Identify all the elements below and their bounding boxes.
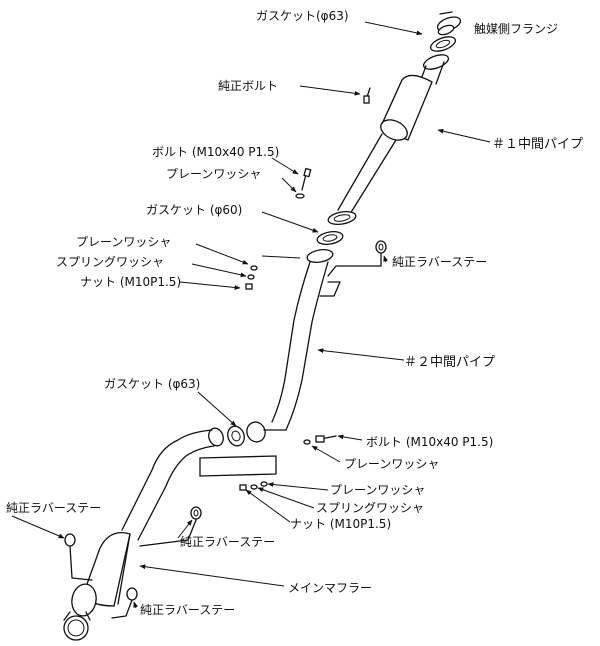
rubber-stay-left xyxy=(64,533,93,581)
mid-pipe-2-tube xyxy=(271,261,329,431)
label-catalyst-flange: 触媒側フランジ xyxy=(474,22,558,36)
label-washer-left: プレーンワッシャ xyxy=(76,235,171,249)
leader-gasket-low xyxy=(197,391,237,427)
label-gasket-low: ガスケット (φ63) xyxy=(104,377,200,391)
leader-spring-washer-lower xyxy=(257,487,315,509)
label-spring-washer-lower: スプリングワッシャ xyxy=(316,501,424,515)
leader-gasket-top xyxy=(364,21,423,36)
leader-washer-upper xyxy=(281,177,297,193)
leader-nut-left xyxy=(179,281,241,290)
label-mid-pipe-2: ＃２中間パイプ xyxy=(404,355,495,370)
main-muffler xyxy=(71,531,131,617)
label-mid-pipe-1: ＃１中間パイプ xyxy=(492,137,583,152)
label-gasket-mid: ガスケット (φ60) xyxy=(146,203,242,217)
leader-washer-left xyxy=(195,243,249,265)
label-rubber-stay-center: 純正ラバーステー xyxy=(180,535,275,549)
main-muffler-inlet-pipe xyxy=(121,429,287,541)
leader-mid-pipe-1 xyxy=(437,128,491,143)
leader-washer-lower-2 xyxy=(267,482,329,491)
leader-nut-lower xyxy=(245,489,291,523)
label-bolt-upper: ボルト (M10x40 P1.5) xyxy=(152,145,279,159)
tail-tip xyxy=(63,611,91,641)
leader-washer-lower xyxy=(311,445,341,463)
label-rubber-stay-bottom: 純正ラバーステー xyxy=(140,603,235,617)
gasket-mid xyxy=(316,231,344,245)
label-nut-left: ナット (M10P1.5) xyxy=(80,275,181,289)
mid-pipe-1-tube xyxy=(337,133,397,215)
leader-rubber-stay-left xyxy=(11,515,65,539)
rubber-stay-center xyxy=(139,506,202,547)
label-main-muffler: メインマフラー xyxy=(288,581,372,595)
leader-rubber-stay-1 xyxy=(383,255,388,263)
bolt-lower xyxy=(303,435,337,445)
label-nut-lower: ナット (M10P1.5) xyxy=(290,517,391,531)
heat-shield xyxy=(199,455,277,477)
label-rubber-stay-left: 純正ラバーステー xyxy=(6,501,101,515)
mid-pipe-1-resonator xyxy=(380,74,433,141)
catalyst-flange xyxy=(436,11,462,36)
label-gasket-top: ガスケット(φ63) xyxy=(256,9,349,23)
bolt-upper xyxy=(295,167,312,199)
leader-bolt-lower xyxy=(337,434,363,441)
label-washer-lower: プレーンワッシャ xyxy=(344,457,439,471)
leader-bolt-upper xyxy=(271,157,299,175)
leader-mid-pipe-2 xyxy=(317,348,405,361)
leader-gasket-mid xyxy=(261,211,319,233)
mid-pipe-1-lower-flange xyxy=(327,210,357,226)
label-bolt-lower: ボルト (M10x40 P1.5) xyxy=(366,435,493,449)
leader-spring-washer-left xyxy=(191,263,247,278)
rubber-stay-bottom xyxy=(111,587,138,619)
label-oem-bolt: 純正ボルト xyxy=(218,79,278,93)
oem-bolt xyxy=(363,87,371,104)
gasket-top xyxy=(429,36,457,52)
leader-main-muffler xyxy=(139,564,285,587)
label-spring-washer-left: スプリングワッシャ xyxy=(56,255,164,269)
nut-stack-left xyxy=(245,255,301,290)
rubber-stay-right xyxy=(319,240,387,297)
mid-pipe-2-upper-flange xyxy=(306,249,334,263)
leader-rubber-stay-center xyxy=(177,519,193,539)
gasket-low xyxy=(208,421,266,447)
leader-rubber-stay-bottom xyxy=(133,601,138,609)
label-washer-lower-2: プレーンワッシャ xyxy=(330,483,425,497)
nut-stack-lower xyxy=(239,481,268,491)
label-rubber-stay-1: 純正ラバーステー xyxy=(392,255,487,269)
leader-oem-bolt xyxy=(299,85,361,96)
label-washer-upper: プレーンワッシャ xyxy=(166,167,261,181)
